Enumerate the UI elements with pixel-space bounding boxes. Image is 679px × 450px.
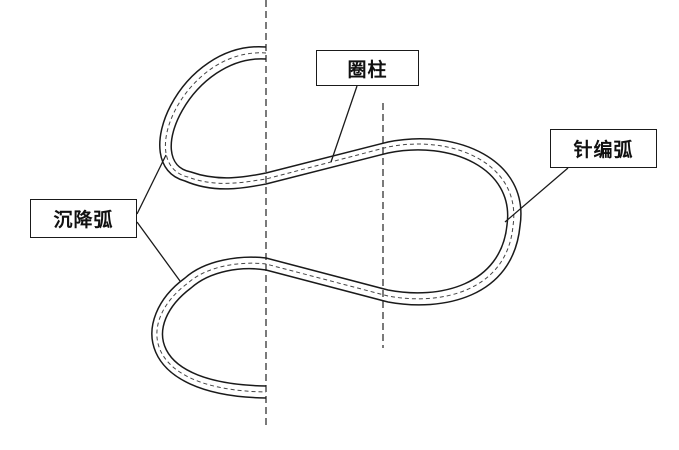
needle-arc-label: 针编弧 [550,129,657,168]
loop-pillar-leader [330,85,358,163]
sinker-arc-label: 沉降弧 [30,199,137,238]
yarn-inner-edge [161,58,522,387]
sinker-arc-leader-upper [136,154,167,215]
sinker-arc-leader-lower [136,221,181,282]
yarn-centerline [156,52,515,393]
needle-arc-leader [504,167,569,223]
yarn-outer-edge [151,46,509,399]
loop-pillar-label: 圈柱 [316,50,419,86]
